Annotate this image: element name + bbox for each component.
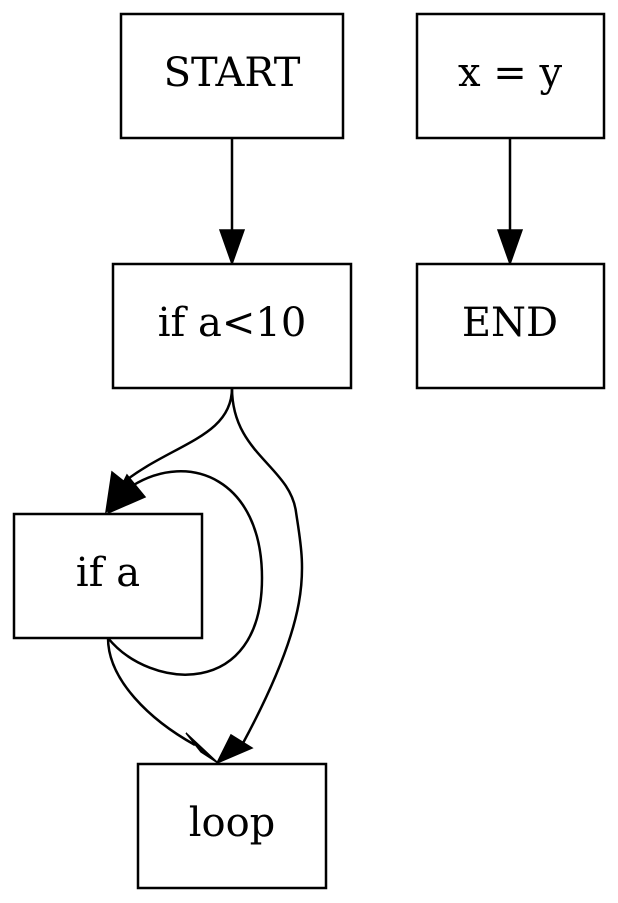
node-x-eq-y: x = y bbox=[415, 12, 606, 140]
node-start: START bbox=[119, 12, 345, 140]
node-start-label: START bbox=[164, 50, 301, 96]
node-loop-box bbox=[136, 762, 328, 890]
arrowhead-start-to-if-a-lt-10 bbox=[218, 229, 246, 267]
edge-if-a-to-loop bbox=[106, 637, 196, 747]
node-loop: loop bbox=[136, 762, 328, 890]
node-end: END bbox=[415, 262, 606, 390]
node-end-label: END bbox=[462, 300, 558, 346]
node-if-a-lt-10-box bbox=[111, 262, 353, 390]
edge-if-a-self-loop bbox=[107, 470, 264, 676]
node-if-a: if a bbox=[12, 512, 204, 640]
edge-if-a-lt-10-to-loop bbox=[230, 387, 304, 746]
edges bbox=[104, 138, 524, 765]
arrowhead-x-eq-y-to-end bbox=[496, 229, 524, 267]
node-end-box bbox=[415, 262, 606, 390]
edge-if-a-lt-10-to-if-a bbox=[119, 387, 234, 486]
node-if-a-lt-10: if a<10 bbox=[111, 262, 353, 390]
node-if-a-label: if a bbox=[76, 550, 140, 596]
node-if-a-lt-10-label: if a<10 bbox=[158, 300, 307, 346]
arrowhead-if-a-lt-10-to-loop bbox=[215, 733, 254, 765]
node-if-a-box bbox=[12, 512, 204, 640]
arrowhead-if-a-self-loop bbox=[106, 473, 147, 515]
node-start-box bbox=[119, 12, 345, 140]
node-loop-label: loop bbox=[189, 800, 276, 846]
arrowhead-if-a-to-loop bbox=[185, 732, 219, 764]
node-x-eq-y-label: x = y bbox=[458, 50, 563, 96]
node-x-eq-y-box bbox=[415, 12, 606, 140]
